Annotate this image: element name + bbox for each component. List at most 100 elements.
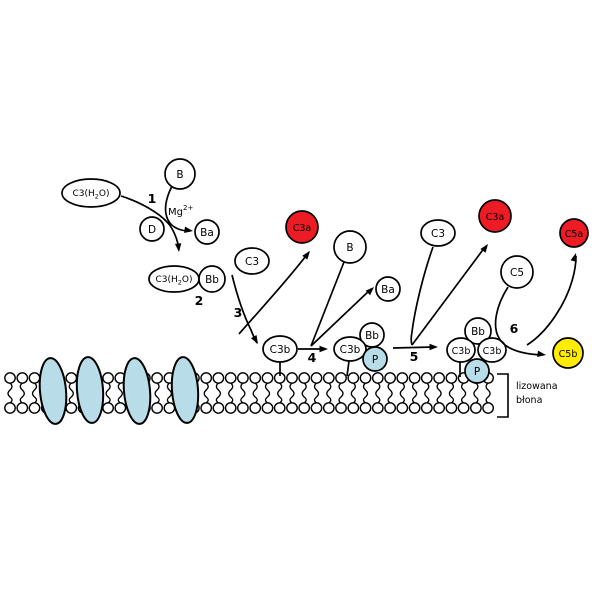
lipid-head xyxy=(408,402,421,414)
properdin-molecule xyxy=(464,358,490,384)
lipid-head xyxy=(371,402,384,414)
ba-label: Ba xyxy=(200,227,214,239)
membrane-annotation: lizowana błona xyxy=(497,373,558,418)
lipid-head xyxy=(298,402,311,414)
bb-label: Bb xyxy=(205,274,219,286)
c3a-label: C3a xyxy=(293,223,312,234)
lipid-tail xyxy=(485,382,491,404)
lipid-tail xyxy=(31,382,38,404)
lipid-tail xyxy=(154,382,160,404)
c3-molecule xyxy=(420,219,456,247)
lipid-head xyxy=(420,402,433,414)
lipid-head xyxy=(396,372,409,384)
arrowhead xyxy=(570,253,577,263)
arrowhead xyxy=(480,244,488,253)
lipid-head xyxy=(310,402,323,414)
lipid-head xyxy=(28,372,41,384)
c5b-fragment xyxy=(552,337,584,369)
lipid-tail xyxy=(326,382,332,404)
arrowhead xyxy=(319,345,328,353)
lipid-head xyxy=(212,372,225,384)
membrane-label-line2: błona xyxy=(516,395,542,406)
lipid-head xyxy=(224,402,237,414)
c3b-molecule xyxy=(262,335,298,363)
lipid-head xyxy=(322,372,335,384)
lipid-tail xyxy=(117,382,123,404)
lipid-tail xyxy=(375,382,381,404)
lipid-head xyxy=(359,372,372,384)
lipid-head xyxy=(4,372,16,384)
lipid-head xyxy=(433,372,445,384)
c3-molecule xyxy=(234,247,270,275)
c5b-label: C5b xyxy=(559,349,578,360)
c3h2o-label: C3(H2O) xyxy=(155,275,192,287)
lipid-tail xyxy=(228,382,234,404)
arrowhead xyxy=(250,335,258,344)
lipid-head xyxy=(408,372,421,384)
lipid-head xyxy=(236,372,249,384)
c3a-fragment xyxy=(285,210,319,244)
lipid-tail xyxy=(313,382,320,404)
lipid-head xyxy=(102,402,115,414)
bb-fragment xyxy=(464,317,492,345)
c3b-label: C3b xyxy=(452,346,471,357)
lipid-head xyxy=(420,372,433,384)
c3b-label: C3b xyxy=(340,344,361,356)
lipid-head xyxy=(151,372,164,384)
lipid-tail xyxy=(105,382,111,404)
lipid-head xyxy=(261,372,274,384)
step4-group: C3b 4 B Ba Bb C3b P xyxy=(262,230,401,377)
lipid-head xyxy=(200,402,213,414)
step-2-number: 2 xyxy=(195,293,204,308)
c3b-molecule xyxy=(446,337,476,363)
factor-b-molecule xyxy=(164,158,196,190)
c3b-label: C3b xyxy=(483,346,502,357)
arrowhead xyxy=(174,243,182,252)
lipid-tail xyxy=(399,382,405,404)
lipid-head xyxy=(4,402,16,414)
c3h2o-molecule xyxy=(61,178,121,208)
lipid-head xyxy=(445,372,458,384)
lipid-tail xyxy=(264,382,271,404)
c3b-stalk xyxy=(346,360,350,377)
lipid-tail xyxy=(301,382,307,404)
c3a-release-arrow xyxy=(411,246,486,346)
lipid-head xyxy=(28,402,41,414)
lipid-tail xyxy=(473,382,479,404)
c3b-molecule xyxy=(477,337,507,363)
c3a-label: C3a xyxy=(486,212,505,223)
step5-group: 5 C3 C3a Bb C3b C3b P xyxy=(392,199,512,384)
lipid-head xyxy=(273,402,286,414)
lipid-head xyxy=(457,402,470,414)
ba-fragment xyxy=(375,276,401,302)
step-4-number: 4 xyxy=(308,350,317,365)
lipid-head xyxy=(445,402,458,414)
c3b-molecule xyxy=(333,336,367,362)
lipid-head xyxy=(236,402,249,414)
membrane-protein xyxy=(38,357,68,425)
factor-d-label: D xyxy=(148,224,156,236)
lipid-head xyxy=(335,372,347,384)
c5a-fragment xyxy=(559,218,589,248)
lipid-tail xyxy=(362,382,369,404)
c3-label: C3 xyxy=(431,228,445,240)
lipid-head xyxy=(335,402,347,414)
lipid-head xyxy=(286,402,298,414)
lipid-head xyxy=(249,402,262,414)
lipid-tail xyxy=(424,382,430,404)
membrane-bracket xyxy=(497,373,509,418)
membrane-protein xyxy=(170,356,200,424)
lipid-head xyxy=(163,402,176,414)
b-to-ba-arrow xyxy=(164,185,191,232)
lipid-tail xyxy=(277,382,283,404)
lipid-tail xyxy=(68,382,74,404)
lipid-head xyxy=(433,402,445,414)
properdin-molecule xyxy=(362,346,388,372)
lipid-head xyxy=(310,372,323,384)
membrane-proteins xyxy=(38,356,200,425)
lipid-head xyxy=(469,402,482,414)
c3h2o-to-complex-arrow xyxy=(120,195,180,251)
factor-b-label: B xyxy=(176,169,183,181)
properdin-label: P xyxy=(372,354,378,366)
